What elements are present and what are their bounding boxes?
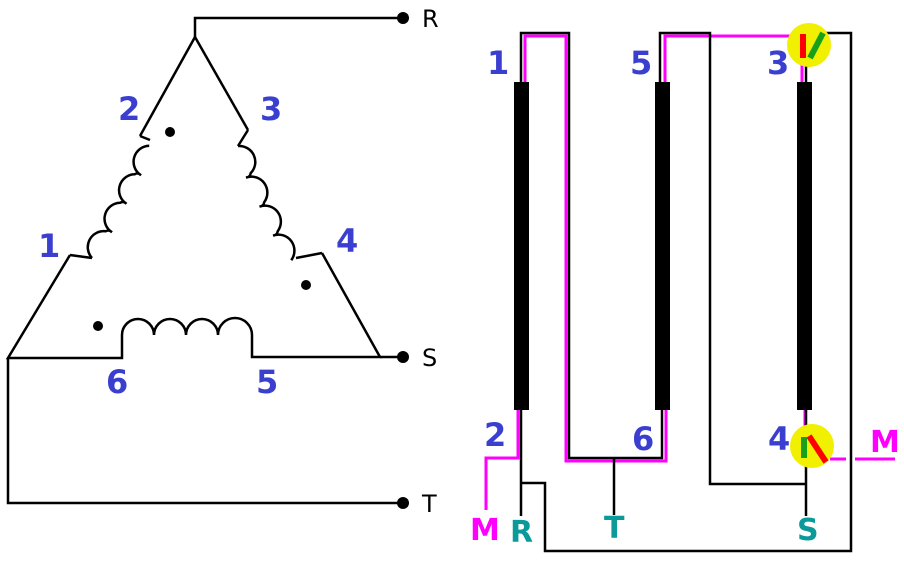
terminal-r-label: R: [422, 5, 439, 33]
polarity-dot: [93, 321, 103, 331]
terminal-r-dot: [397, 12, 409, 24]
winding-label: 6: [632, 420, 654, 458]
winding-label: 3: [767, 44, 789, 82]
winding-label: 4: [768, 420, 790, 458]
winding-label: 1: [38, 227, 60, 265]
wire-coil-link-left: [69, 134, 151, 260]
winding-diagram: 1 2 5 6 3 4 R T S M M: [470, 23, 900, 553]
wire-r-3: [521, 31, 853, 553]
winding-label: 6: [106, 363, 128, 401]
wire-coil-link-right: [236, 129, 323, 260]
terminal-t-label: T: [421, 490, 437, 518]
coil-3-4: [237, 144, 296, 261]
delta-diagram: R S T 1 2 3 4 5 6: [5, 5, 439, 518]
winding-bar-1-2: [514, 82, 529, 410]
meter-label: M: [870, 425, 900, 460]
highlight-3: [787, 23, 831, 67]
wire-right-top: [193, 36, 250, 131]
winding-label: 2: [118, 90, 140, 128]
wire-left-bottom: [5, 254, 124, 360]
green-check-icon: [807, 31, 826, 60]
polarity-dot: [301, 280, 311, 290]
terminal-s-label: S: [422, 344, 437, 372]
wire-right-bottom: [250, 252, 383, 359]
terminal-t-dot: [397, 497, 409, 509]
red-mark-icon: [806, 434, 829, 464]
wire-5-4: [658, 31, 806, 486]
line-label-s: S: [797, 513, 819, 548]
winding-label: 2: [484, 416, 506, 454]
winding-bar-3-4: [797, 82, 812, 410]
wire-r: [193, 16, 403, 37]
coil-5-6: [120, 316, 254, 336]
wire-t: [6, 358, 403, 505]
line-label-r: R: [510, 515, 533, 550]
terminal-s-dot: [397, 351, 409, 363]
wire-left-top: [138, 36, 197, 137]
winding-label: 4: [336, 222, 358, 260]
meter-label: M: [470, 513, 500, 548]
winding-label: 1: [487, 44, 509, 82]
winding-label: 3: [260, 90, 282, 128]
winding-bar-5-6: [655, 82, 670, 410]
winding-label: 5: [630, 44, 652, 82]
polarity-dot: [165, 127, 175, 137]
coil-1-2: [86, 144, 150, 259]
line-label-t: T: [604, 511, 625, 546]
wire-1-6: [519, 31, 664, 460]
winding-label: 5: [256, 363, 278, 401]
